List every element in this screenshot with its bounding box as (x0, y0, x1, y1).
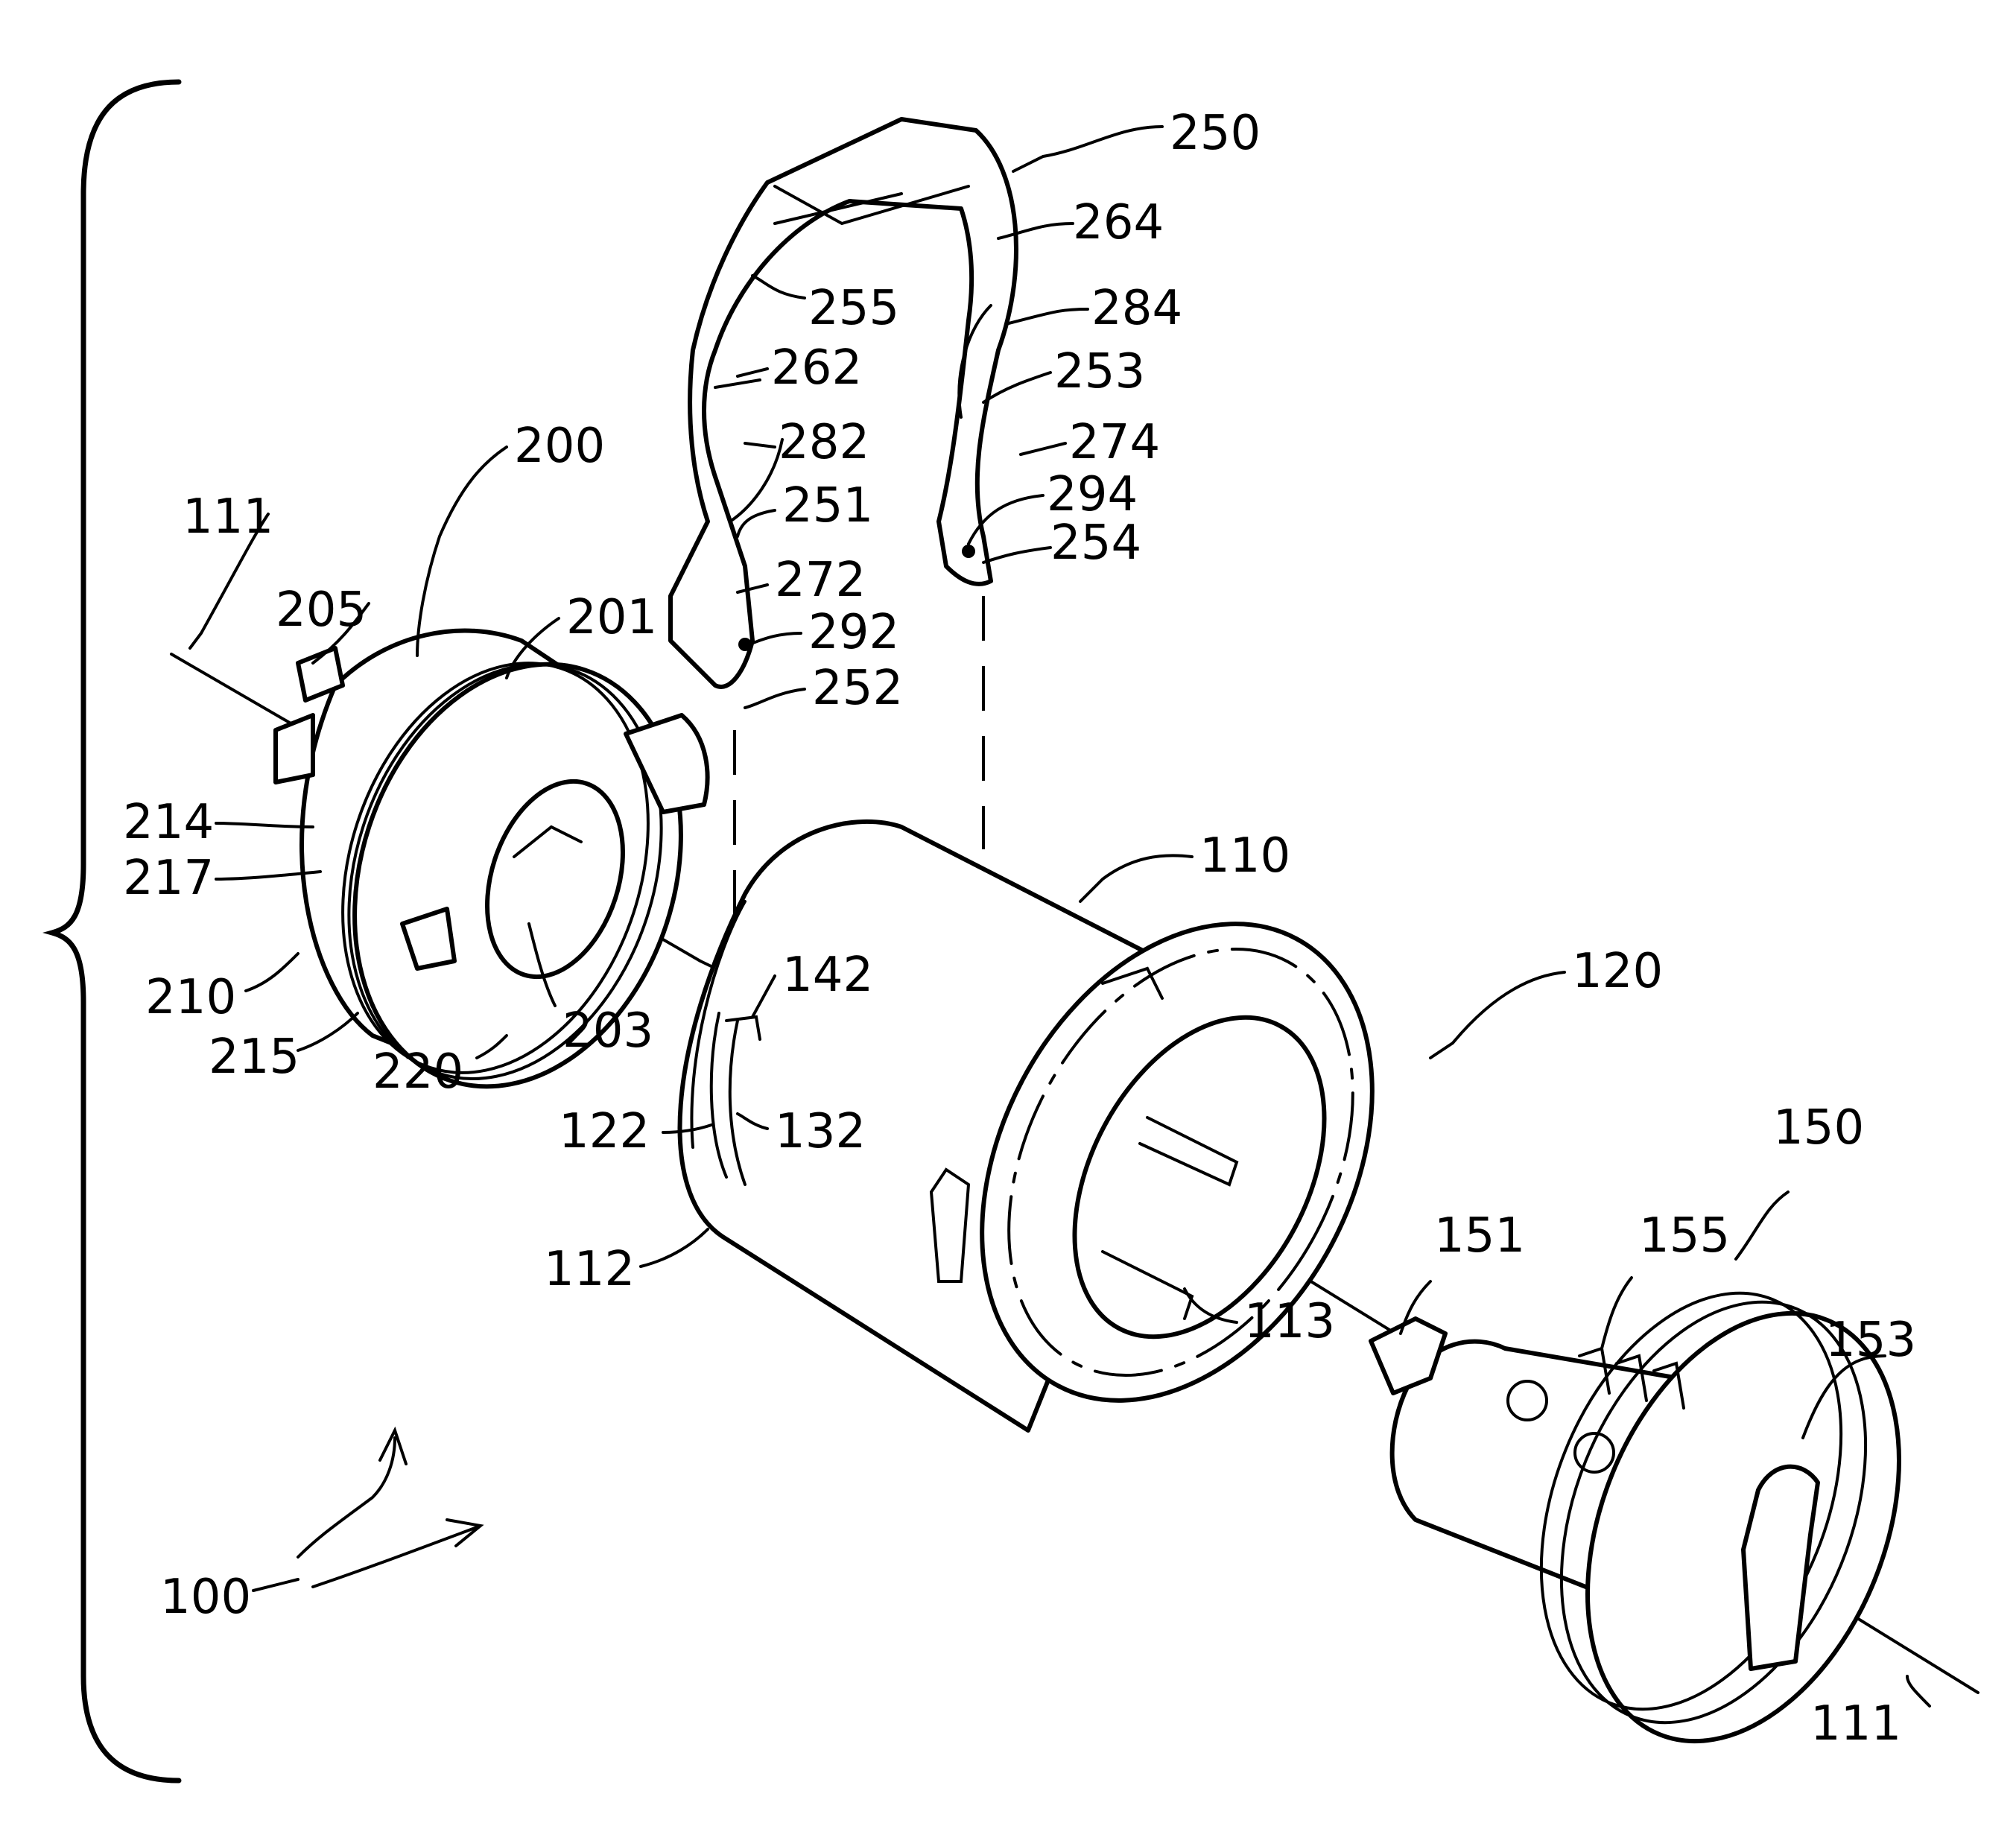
ref-label-220: 220 (373, 1044, 463, 1100)
ref-label-151: 151 (1434, 1208, 1525, 1264)
ref-label-110: 110 (1199, 828, 1290, 884)
leader-250 (1013, 127, 1162, 171)
cap-lug-205 (276, 715, 313, 782)
assembly-arrow-1 (298, 1438, 395, 1557)
cap-200 (276, 621, 733, 1129)
ref-label-274: 274 (1069, 415, 1160, 470)
ref-label-113: 113 (1244, 1294, 1335, 1349)
ref-label-150: 150 (1773, 1100, 1864, 1155)
ref-label-294: 294 (1047, 467, 1138, 522)
ref-label-100: 100 (160, 1570, 251, 1625)
leader-251 (738, 510, 775, 536)
ref-label-203: 203 (562, 1004, 653, 1059)
ref-label-142: 142 (782, 948, 873, 1003)
leader-200 (417, 447, 507, 656)
leader-282 (745, 443, 775, 447)
ref-label-252: 252 (812, 661, 903, 716)
assembly-brace (52, 82, 179, 1781)
ref-label-200: 200 (514, 419, 605, 474)
ref-label-112: 112 (544, 1242, 635, 1297)
ref-label-264: 264 (1073, 195, 1164, 250)
ref-label-205: 205 (276, 583, 367, 638)
leader-292 (749, 633, 801, 644)
ref-label-251: 251 (782, 478, 873, 533)
ref-label-155: 155 (1639, 1208, 1730, 1264)
ref-label-120: 120 (1572, 944, 1663, 999)
ref-label-214: 214 (123, 795, 214, 850)
ref-label-132: 132 (775, 1104, 866, 1159)
ref-label-255: 255 (808, 281, 899, 336)
ref-label-284: 284 (1091, 281, 1182, 336)
leader-214 (216, 823, 313, 827)
leader-274 (1021, 443, 1065, 454)
leader-255 (752, 276, 805, 298)
clip-bump-294 (962, 545, 975, 558)
ref-label-254: 254 (1050, 516, 1141, 571)
leader-112 (641, 1229, 708, 1266)
leader-110 (1080, 855, 1192, 901)
leader-120 (1430, 972, 1565, 1058)
ref-label-272: 272 (775, 553, 866, 608)
ref-label-111-upper: 111 (183, 489, 273, 545)
leader-262 (738, 369, 767, 376)
ref-label-201: 201 (566, 590, 657, 645)
ref-label-122: 122 (559, 1104, 650, 1159)
ref-label-111-lower: 111 (1810, 1696, 1901, 1751)
ref-label-153: 153 (1825, 1313, 1916, 1368)
leader-100 (253, 1579, 298, 1591)
ref-label-210: 210 (145, 970, 236, 1025)
ref-label-282: 282 (779, 415, 869, 470)
ref-label-262: 262 (771, 340, 862, 396)
leader-155 (1602, 1278, 1632, 1348)
assembly-arrow-2 (313, 1527, 477, 1587)
leader-284 (1006, 309, 1088, 324)
leader-150 (1736, 1192, 1788, 1259)
leader-254 (983, 548, 1050, 562)
ref-label-250: 250 (1170, 106, 1261, 161)
leader-210 (246, 954, 298, 991)
ref-label-217: 217 (123, 851, 214, 906)
ref-label-292: 292 (808, 605, 899, 660)
leader-252 (745, 689, 805, 708)
clip-arm-262-line (715, 380, 760, 387)
leader-215 (298, 1013, 358, 1050)
ref-label-215: 215 (209, 1030, 299, 1085)
ref-label-253: 253 (1054, 344, 1145, 399)
leader-111-lower (1907, 1676, 1930, 1706)
